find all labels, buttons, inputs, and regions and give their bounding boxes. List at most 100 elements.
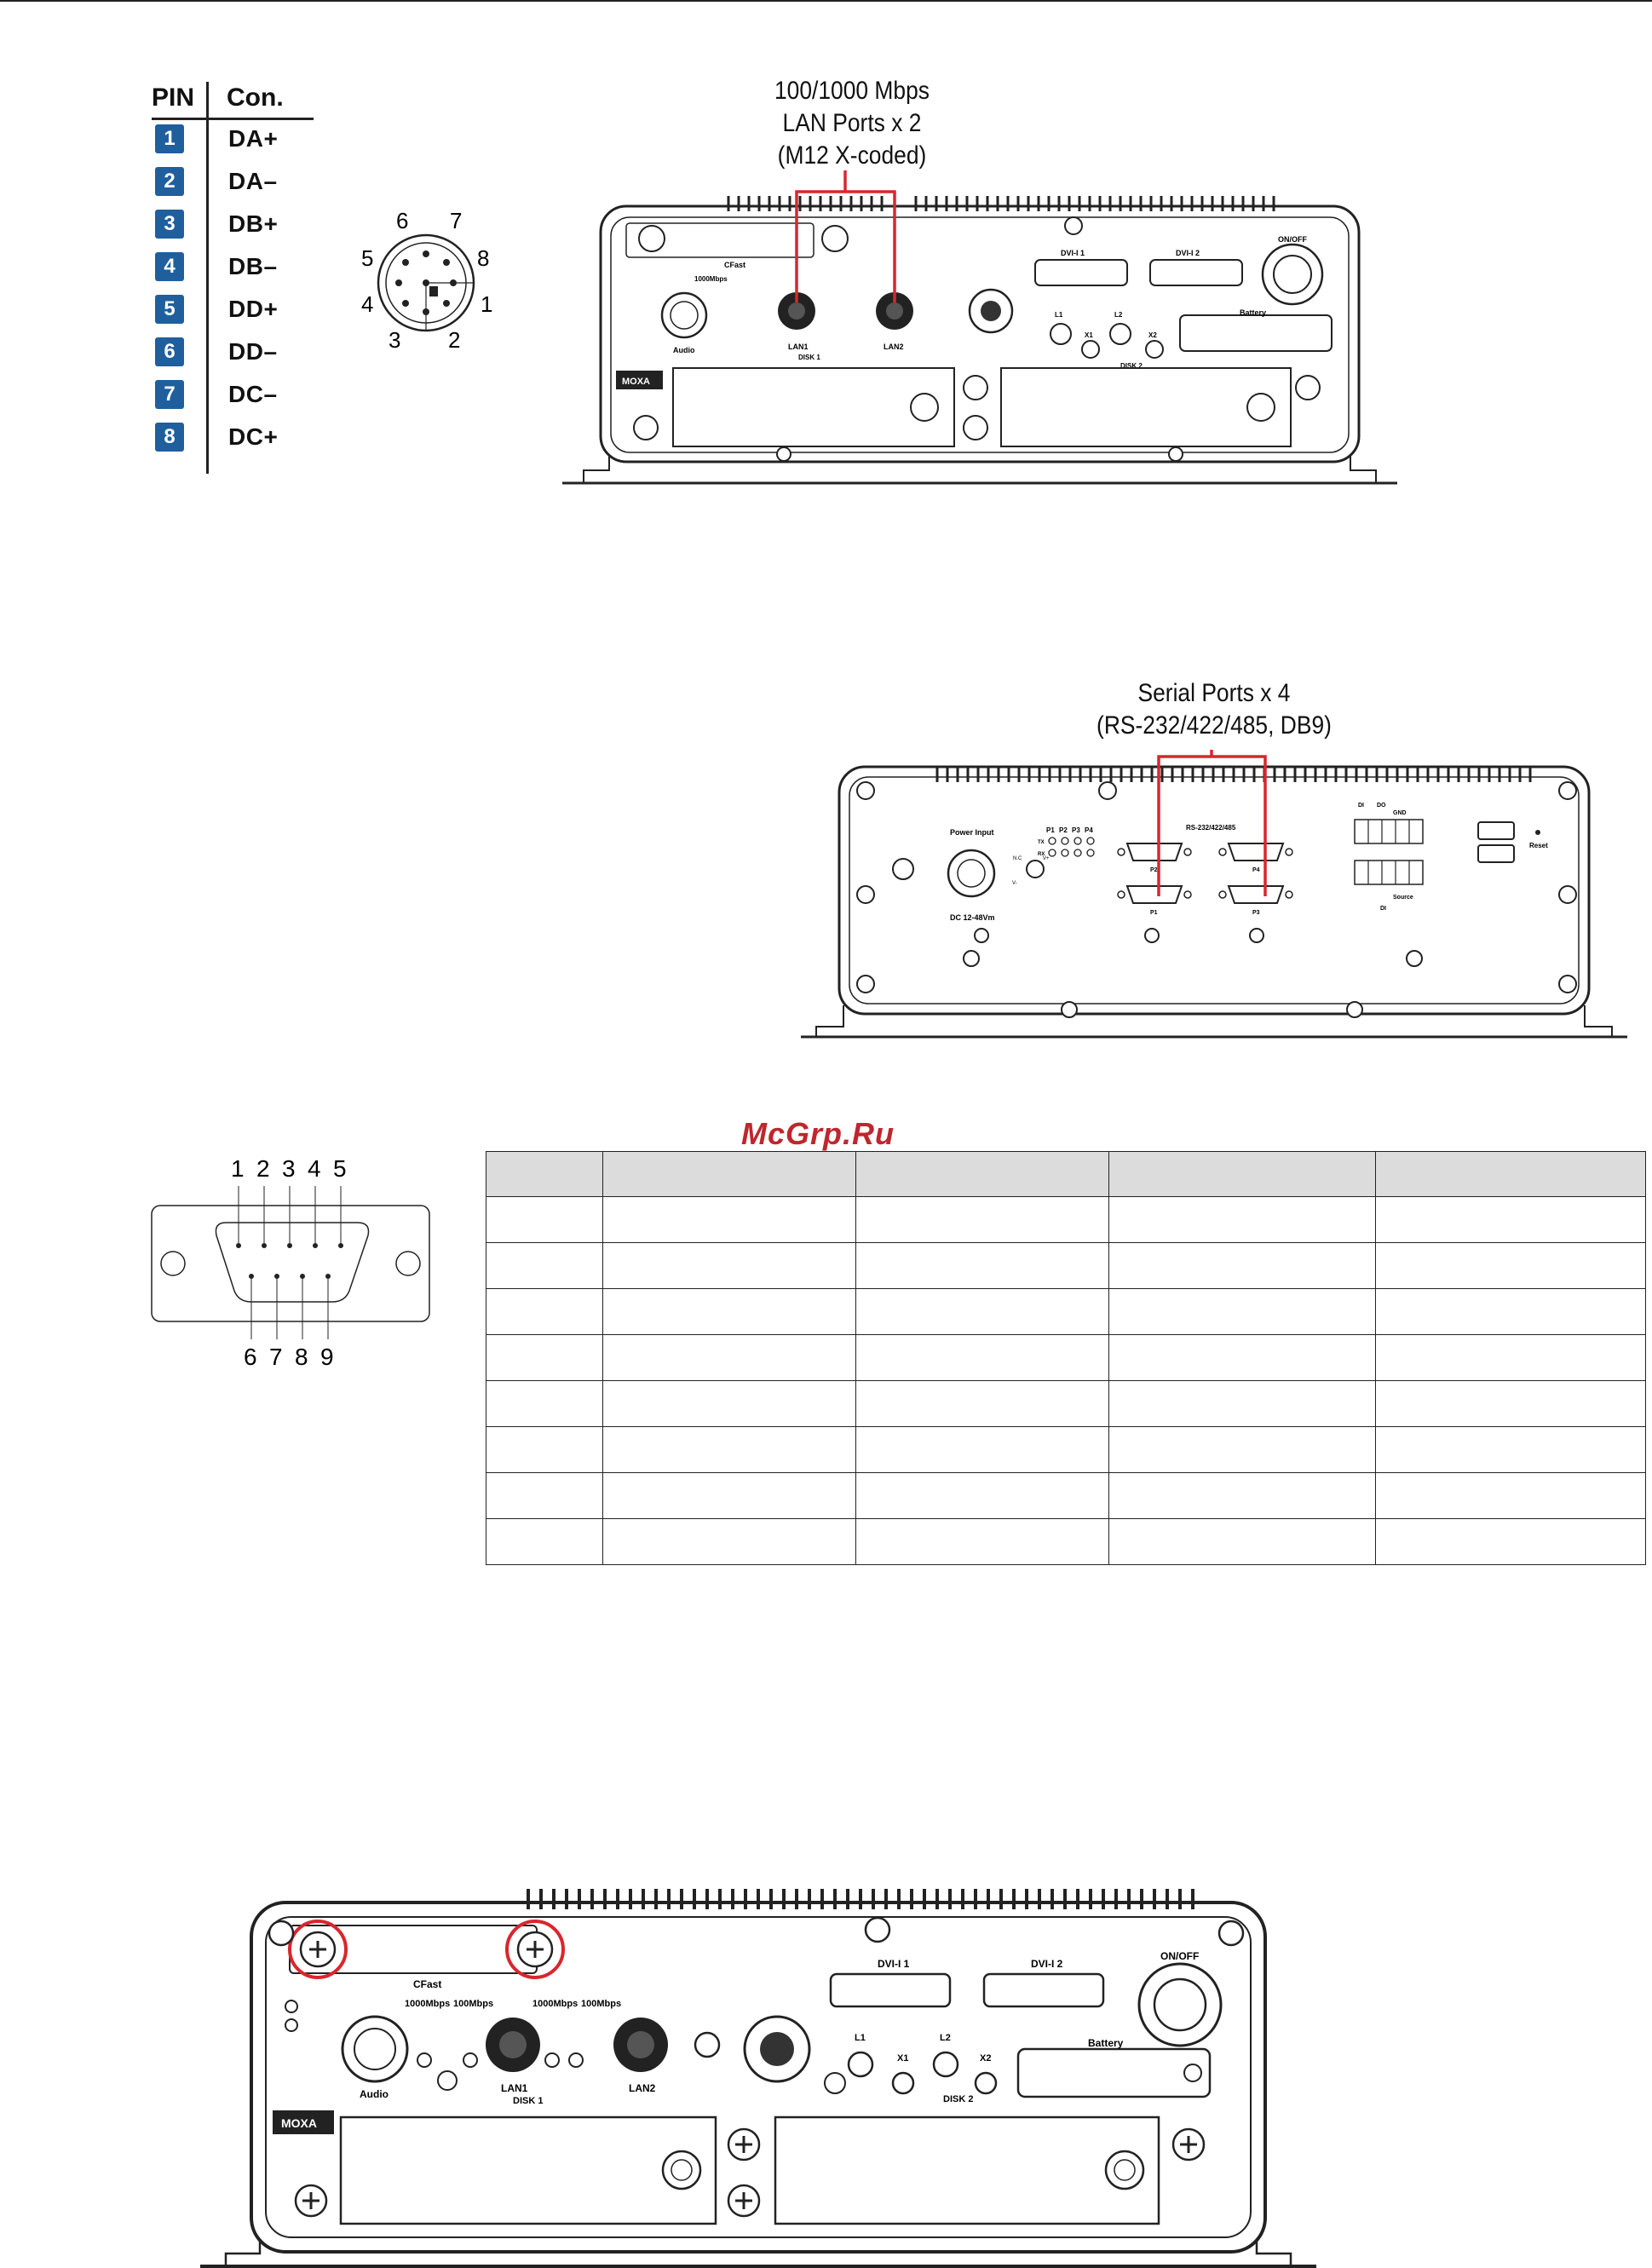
table-cell (855, 1426, 1109, 1473)
db9-pin-label: 8 (295, 1344, 308, 1370)
table-cell (1375, 1518, 1646, 1565)
front-large-lan2-label: LAN2 (629, 2082, 656, 2094)
pin-signal: DA+ (228, 125, 279, 152)
rear-rs-label: RS-232/422/485 (1186, 824, 1236, 832)
table-row (486, 1196, 1646, 1243)
serial-callout-line2: (RS-232/422/485, DB9) (1097, 711, 1332, 740)
front-x2-label: X2 (1148, 331, 1157, 339)
lan-callout-line1: 100/1000 Mbps (774, 77, 930, 105)
front-l2-label: L2 (1114, 311, 1123, 319)
table-cell (486, 1334, 603, 1381)
front-large-battery-label: Battery (1088, 2037, 1124, 2049)
front-l1-label: L1 (1055, 311, 1063, 319)
front-led-1000-label: 1000Mbps (694, 275, 728, 283)
rear-p1-port-label: P1 (1150, 910, 1158, 916)
pin-signal: DC– (228, 381, 278, 407)
rear-di-top-label: DI (1358, 803, 1364, 809)
table-cell (855, 1380, 1109, 1427)
rear-reset-label: Reset (1529, 842, 1548, 849)
rear-p3-port-label: P3 (1252, 910, 1260, 916)
front-large-disk2-label: DISK 2 (943, 2094, 973, 2104)
table-cell (1375, 1380, 1646, 1427)
rear-dc-label: DC 12-48Vm (950, 913, 995, 922)
table-cell (1108, 1518, 1376, 1565)
m12-pin-label: 5 (361, 245, 373, 271)
rear-p4-port-label: P4 (1252, 867, 1260, 873)
m12-connector-diagram: 6 7 5 8 4 1 3 2 (361, 208, 492, 353)
front-large-x1-label: X1 (897, 2053, 908, 2064)
table-row (486, 1472, 1646, 1519)
table-cell (486, 1242, 603, 1289)
lan-callout-text: 100/1000 Mbps LAN Ports x 2 (M12 X-coded… (747, 75, 957, 172)
front-lan1-label: LAN1 (788, 343, 809, 351)
front-panel-large: CFast Audio 1000Mbps 100Mbps LAN1 DISK 1… (200, 1889, 1316, 2268)
serial-callout-line1: Serial Ports x 4 (1137, 679, 1291, 707)
db9-pin-label: 7 (269, 1344, 283, 1370)
table-cell (1375, 1334, 1646, 1381)
front-large-dvi2-label: DVI-I 2 (1031, 1958, 1063, 1970)
front-large-x2-label: X2 (980, 2053, 991, 2064)
m12-pin-label: 7 (450, 208, 462, 233)
front-disk1-label: DISK 1 (798, 354, 820, 361)
front-large-audio-label: Audio (360, 2088, 389, 2100)
table-row (486, 1426, 1646, 1473)
table-cell (602, 1380, 856, 1427)
front-dvi1-label: DVI-I 1 (1061, 249, 1085, 257)
table-cell (1375, 1472, 1646, 1519)
db9-pin-label: 3 (282, 1155, 296, 1182)
front-large-led-1000-label-2: 1000Mbps (532, 1999, 578, 2009)
table-cell (855, 1472, 1109, 1519)
rear-source-label: Source (1393, 895, 1413, 901)
rear-vplus-label: V+ (1043, 856, 1050, 861)
pin-row: 7 DC– (152, 373, 314, 416)
serial-pinout-table (486, 1151, 1646, 1565)
table-cell (1108, 1196, 1376, 1243)
table-row (486, 1518, 1646, 1565)
table-cell (1108, 1380, 1376, 1427)
table-cell (855, 1288, 1109, 1335)
rear-power-input-label: Power Input (950, 828, 994, 837)
front-large-dvi1-label: DVI-I 1 (878, 1958, 910, 1970)
front-large-led-100-label-2: 100Mbps (581, 1999, 621, 2009)
watermark-text: McGrp.Ru (741, 1116, 895, 1151)
pin-number-badge: 2 (155, 167, 184, 196)
m12-pin-label: 2 (448, 327, 460, 353)
front-audio-label: Audio (673, 346, 695, 354)
serial-callout-text: Serial Ports x 4 (RS-232/422/485, DB9) (1075, 677, 1353, 742)
table-cell (1375, 1288, 1646, 1335)
rear-p4-label: P4 (1085, 826, 1093, 834)
pin-signal: DB– (228, 253, 278, 279)
front-large-brand-logo: MOXA (281, 2116, 317, 2130)
m12-pin-label: 1 (481, 291, 492, 317)
front-large-lan1-label: LAN1 (501, 2082, 528, 2094)
table-cell (602, 1242, 856, 1289)
db9-pin-label: 9 (320, 1344, 334, 1370)
pin-number-badge: 8 (155, 423, 184, 452)
table-cell (602, 1288, 856, 1335)
front-brand-logo: MOXA (622, 377, 650, 387)
pin-signal: DD+ (228, 296, 279, 322)
pin-signal: DC+ (228, 423, 279, 450)
rear-di-bottom-label: DI (1380, 906, 1386, 912)
front-large-l2-label: L2 (940, 2033, 951, 2043)
table-header-cell (1375, 1151, 1646, 1197)
front-large-l1-label: L1 (855, 2033, 866, 2043)
rear-nc-label: N.C (1013, 856, 1022, 861)
rear-do-label: DO (1377, 803, 1386, 809)
m12-pin-label: 8 (477, 245, 489, 271)
pin-number-badge: 1 (155, 124, 184, 153)
table-header-cell (1108, 1151, 1376, 1197)
pin-number-badge: 7 (155, 380, 184, 409)
m12-pin-label: 4 (361, 291, 373, 317)
pin-row: 5 DD+ (152, 288, 314, 331)
rear-rx-label: RX (1038, 852, 1045, 857)
table-cell (855, 1196, 1109, 1243)
table-cell (602, 1196, 856, 1243)
table-cell (602, 1426, 856, 1473)
pin-row: 1 DA+ (152, 118, 314, 160)
pin-number-badge: 5 (155, 295, 184, 324)
